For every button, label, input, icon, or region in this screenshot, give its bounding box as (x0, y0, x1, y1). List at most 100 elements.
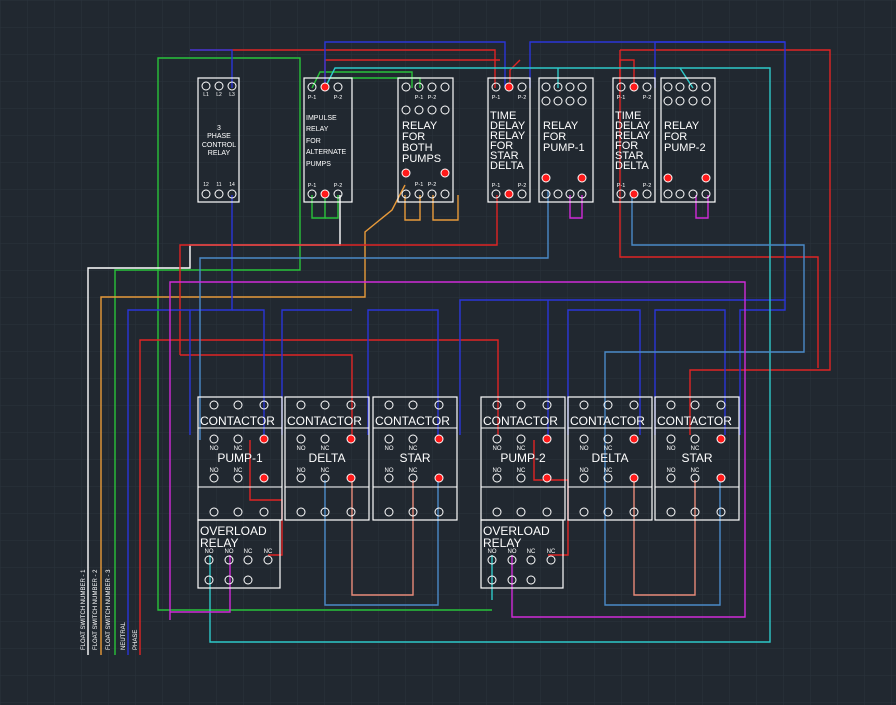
pin-label: P-1 (617, 183, 626, 189)
pin-label: NO (297, 468, 306, 474)
component-label: RELAY (402, 120, 438, 132)
pin-label: NC (604, 468, 613, 474)
component-label: TIME (490, 110, 516, 122)
component-label: RELAY (664, 120, 700, 132)
pin-label: P-2 (428, 95, 437, 101)
pin-label: NC (321, 468, 330, 474)
pin-label: P-1 (617, 95, 626, 101)
pin-label: NO (225, 549, 234, 555)
wire-float-2 (100, 184, 406, 655)
pin-label: P-2 (428, 182, 437, 188)
pin-label: NC (409, 446, 418, 452)
pin-label: NC (409, 468, 418, 474)
pin-label: NO (580, 446, 589, 452)
wires (87, 41, 831, 655)
component-label: OVERLOAD (483, 524, 550, 538)
component-label: FOR (543, 131, 566, 143)
component-label: DELAY (490, 120, 526, 132)
component-label: STAR (615, 150, 644, 162)
pin-label: NC (244, 549, 253, 555)
component-label: CONTROL (202, 142, 236, 149)
component-label: 3 (217, 125, 221, 132)
pin-label: NC (234, 468, 243, 474)
component-label: RELAY (543, 120, 579, 132)
component-label: RELAY (490, 130, 526, 142)
pin-label: P-2 (334, 95, 343, 101)
wire-salmon (351, 480, 414, 596)
pin-label: NO (385, 468, 394, 474)
pin-label: L2 (216, 92, 222, 98)
component-label: PUMPS (402, 153, 441, 165)
component-label: FOR (664, 131, 687, 143)
component-label: RELAY (306, 126, 329, 133)
relay-pump-2: RELAY FOR PUMP-2 (660, 77, 716, 203)
pin-label: NC (264, 549, 273, 555)
pin-label: NO (580, 468, 589, 474)
component-label: RELAY (483, 536, 521, 550)
contactor-title: CONTACTOR (570, 414, 645, 428)
component-label: RELAY (615, 130, 651, 142)
pin-label: NC (691, 468, 700, 474)
component-label: DELAY (615, 120, 651, 132)
component-label: PUMPS (306, 161, 331, 168)
pin-label: NC (517, 446, 526, 452)
legend-label: FLOAT SWITCH NUMBER - 3 (106, 569, 112, 650)
wire-neutral (127, 195, 233, 655)
relay-both-pumps: P-1 P-2 RELAY FOR BOTH PUMPS P-1 P-2 (397, 77, 454, 203)
pin-label: 14 (229, 182, 235, 188)
pin-label: 12 (203, 182, 209, 188)
contactor-title: CONTACTOR (200, 414, 275, 428)
pin-label: NO (297, 446, 306, 452)
pin-label: NC (604, 446, 613, 452)
contactor-label: PUMP-1 (217, 451, 263, 465)
overload-relay-1: OVERLOAD RELAY NO NO NC NC (197, 519, 281, 589)
phase-control-relay: L1 L2 L3 3 PHASE CONTROL RELAY 12 11 14 (197, 77, 240, 203)
component-label: FOR (306, 138, 321, 145)
component-label: STAR (490, 150, 519, 162)
pin-label: NO (667, 446, 676, 452)
legend-label: FLOAT SWITCH NUMBER - 2 (93, 569, 99, 650)
wire-lightblue (199, 190, 549, 440)
pin-label: NO (508, 549, 517, 555)
pin-label: L1 (203, 92, 209, 98)
time-delay-relay-2: P-1 P-2 TIME DELAY RELAY FOR STAR DELTA … (612, 77, 656, 203)
wire-cyan (209, 67, 771, 643)
contactor-label: DELTA (309, 451, 346, 465)
contactor-title: CONTACTOR (483, 414, 558, 428)
legend-label: FLOAT SWITCH NUMBER - 1 (81, 569, 87, 650)
pin-label: NC (234, 446, 243, 452)
overload-relay-2: OVERLOAD RELAY NO NO NC NC (480, 519, 564, 589)
pin-label: NC (547, 549, 556, 555)
contactor-label: DELTA (592, 451, 629, 465)
pin-label: P-2 (518, 95, 527, 101)
pin-label: NO (493, 446, 502, 452)
contactor-title: CONTACTOR (375, 414, 450, 428)
pin-label: NC (691, 446, 700, 452)
pin-label: NO (488, 549, 497, 555)
component-label: PUMP-2 (664, 142, 706, 154)
contactor-label: STAR (399, 451, 430, 465)
component-label: DELTA (490, 160, 524, 172)
pin-label: P-2 (334, 183, 343, 189)
contactor-title: CONTACTOR (287, 414, 362, 428)
relay-pump-1: RELAY FOR PUMP-1 (538, 77, 594, 203)
pin-label: P-2 (518, 183, 527, 189)
component-label: RELAY (208, 150, 231, 157)
contactor-label: STAR (681, 451, 712, 465)
legend-label: PHASE (133, 630, 139, 650)
contactor-label: PUMP-2 (500, 451, 546, 465)
pin-label: P-2 (643, 183, 652, 189)
pin-label: P-1 (308, 183, 317, 189)
component-label: DELTA (615, 160, 649, 172)
pin-label: NC (517, 468, 526, 474)
pin-label: NO (205, 549, 214, 555)
component-label: OVERLOAD (200, 524, 267, 538)
pin-label: P-1 (415, 182, 424, 188)
pin-label: NO (210, 446, 219, 452)
